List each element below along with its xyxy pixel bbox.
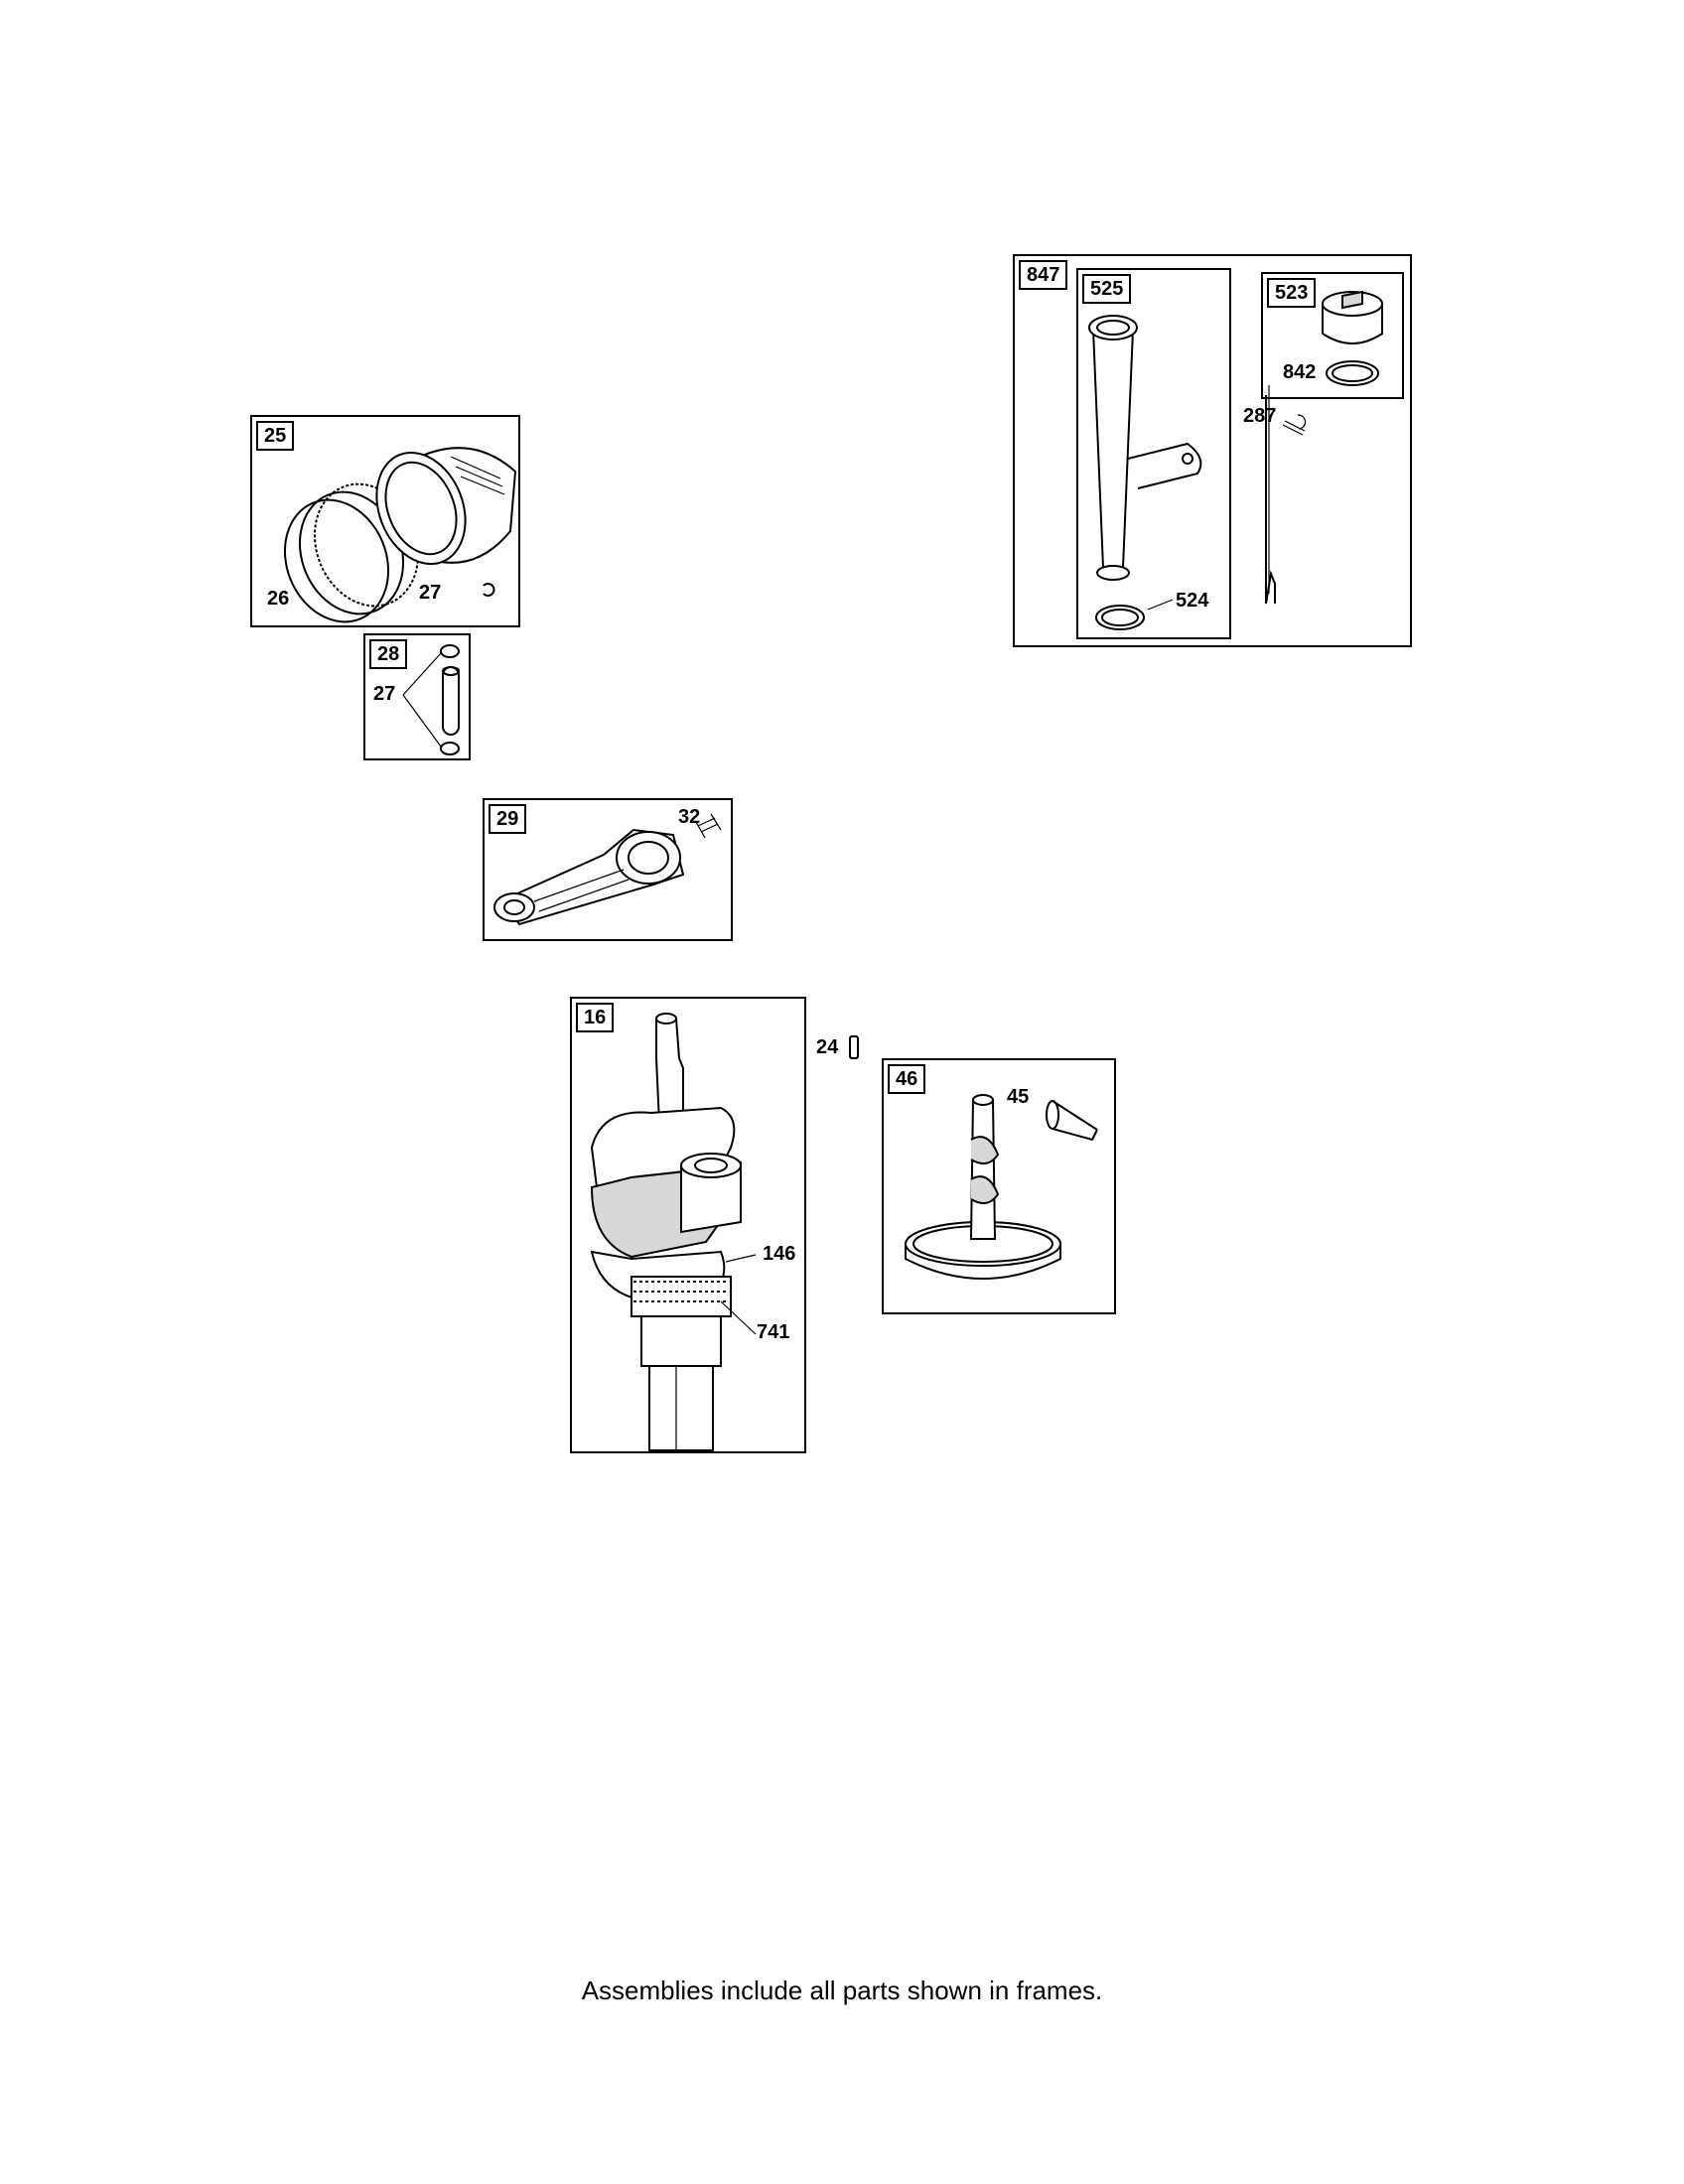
clip-label: 27 <box>419 582 442 604</box>
dipstick-cap-drawing <box>1322 290 1383 386</box>
piston-assembly-frame: 25 26 27 <box>250 415 520 627</box>
piston-pin-frame: 28 27 <box>363 633 471 760</box>
rod-bolt-label: 32 <box>678 806 701 828</box>
camshaft-tag: 46 <box>888 1064 926 1094</box>
camshaft-frame: 46 45 <box>882 1058 1116 1314</box>
oil-fill-tube-tag: 525 <box>1082 274 1132 304</box>
piston-rings-drawing <box>283 447 517 623</box>
rings-label: 26 <box>267 588 290 610</box>
crankshaft-frame: 16 146 741 <box>570 997 806 1453</box>
crank-gear-label: 146 <box>763 1243 796 1265</box>
piston-assembly-tag: 25 <box>256 421 295 451</box>
connecting-rod-frame: 29 32 <box>483 798 733 941</box>
connecting-rod-drawing <box>493 813 722 926</box>
key-label: 24 <box>816 1036 839 1058</box>
lifter-label: 45 <box>1007 1086 1030 1108</box>
oil-fill-tube-drawing <box>1088 315 1202 630</box>
dipstick-cap-tag: 523 <box>1267 278 1317 308</box>
crank-sprocket-label: 741 <box>757 1321 790 1343</box>
tube-seal-label: 524 <box>1176 590 1209 612</box>
dipstick-drawing <box>1265 385 1307 605</box>
dipstick-screw-label: 287 <box>1243 405 1277 427</box>
connecting-rod-tag: 29 <box>489 804 527 834</box>
piston-pin-tag: 28 <box>369 639 408 669</box>
camshaft-drawing <box>905 1094 1098 1280</box>
dipstick-assembly-tag: 847 <box>1019 260 1068 290</box>
cap-oring-label: 842 <box>1283 361 1317 383</box>
assemblies-footer-note: Assemblies include all parts shown in fr… <box>581 1976 1103 2005</box>
key-icon <box>849 1035 859 1059</box>
dipstick-assembly-frame: 847 525 524 523 842 287 <box>1013 254 1412 647</box>
piston-pin-drawing <box>402 644 460 755</box>
crankshaft-drawing <box>590 1013 757 1451</box>
dipstick-cap-frame: 523 842 <box>1261 272 1404 399</box>
oil-fill-tube-frame: 525 524 <box>1076 268 1231 639</box>
crankshaft-tag: 16 <box>576 1003 615 1032</box>
pin-clips-label: 27 <box>373 683 396 705</box>
